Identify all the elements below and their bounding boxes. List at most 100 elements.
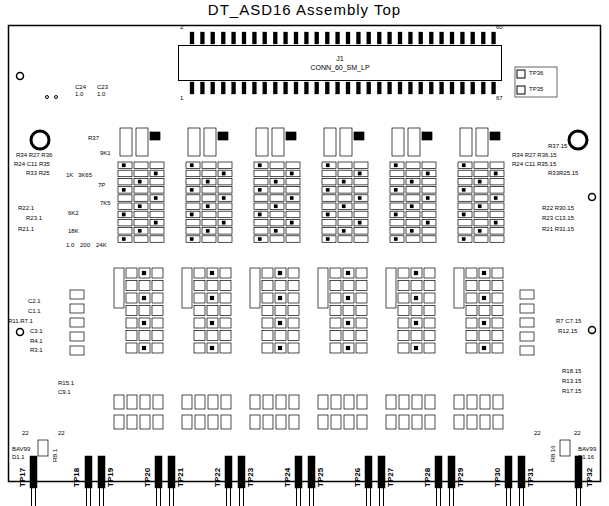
pad: [410, 180, 414, 184]
pad: [154, 221, 158, 225]
lead-wire: [226, 488, 227, 506]
resistor-symbol: [357, 395, 367, 409]
smd-component: [492, 306, 503, 316]
pad: [358, 172, 362, 176]
smd-component: [118, 203, 132, 210]
smd-component: [338, 170, 352, 177]
smd-component: [322, 187, 336, 194]
resistor-symbol: [140, 415, 150, 429]
smd-component: [330, 306, 341, 316]
smd-component: [220, 281, 231, 291]
test-point-label: TP19: [106, 468, 115, 487]
lead-wire: [453, 488, 454, 506]
connector-pin: [471, 82, 475, 94]
pad: [210, 271, 214, 275]
smd-component: [490, 228, 504, 235]
lead-wire: [523, 488, 524, 506]
smd-component: [126, 331, 137, 341]
smd-component: [406, 236, 420, 243]
ic-outline: [476, 128, 488, 156]
smd-component: [458, 187, 472, 194]
connector-pin: [294, 32, 298, 44]
smd-component: [474, 228, 488, 235]
pad: [346, 321, 350, 325]
pad: [154, 196, 158, 200]
pad: [358, 221, 362, 225]
drawing-title: DT_ASD16 Assembly Top: [0, 1, 609, 19]
smd-component: [411, 343, 422, 353]
test-point-label: TP21: [176, 468, 185, 487]
smd-component: [202, 178, 216, 185]
ic-outline: [120, 128, 132, 156]
connector-pin: [325, 82, 329, 94]
smd-component: [424, 343, 435, 353]
smd-component: [411, 268, 422, 278]
smd-component: [150, 170, 164, 177]
smd-component: [186, 228, 200, 235]
connector-pin: [284, 82, 288, 94]
pad: [222, 172, 226, 176]
lead-wire: [383, 488, 384, 506]
smd-component: [286, 170, 300, 177]
smd-component: [458, 162, 472, 169]
smd-component: [406, 162, 420, 169]
smd-component: [474, 178, 488, 185]
component-label: BAV99: [578, 446, 596, 453]
smd-component: [254, 219, 268, 226]
lead-wire: [449, 488, 450, 506]
smd-component: [262, 306, 273, 316]
component-label: R4.1: [30, 338, 43, 345]
resistor-symbol: [250, 415, 260, 429]
resistor-symbol: [412, 395, 422, 409]
test-point-label: TP31: [526, 468, 535, 487]
test-point-label: TP29: [456, 468, 465, 487]
smd-component: [490, 236, 504, 243]
pad: [142, 346, 146, 350]
pad: [414, 271, 418, 275]
connector-pin: [190, 82, 194, 94]
connector-pin: [304, 82, 308, 94]
smd-component: [492, 318, 503, 328]
lead-wire: [510, 488, 511, 506]
smd-component: [275, 331, 286, 341]
connector-pin: [284, 32, 288, 44]
smd-component: [186, 219, 200, 226]
smd-component: [474, 187, 488, 194]
smd-component: [286, 228, 300, 235]
resistor-symbol: [182, 415, 192, 429]
pad: [142, 321, 146, 325]
smd-component: [202, 203, 216, 210]
pin-number: 67: [496, 95, 503, 102]
smd-component: [202, 228, 216, 235]
smd-component: [218, 170, 232, 177]
connector-pin: [336, 32, 340, 44]
smd-component: [134, 211, 148, 218]
pin-number: 2: [180, 24, 183, 31]
smd-component: [490, 203, 504, 210]
component-label: R23.1: [26, 215, 42, 222]
connector-pin: [200, 32, 204, 44]
smd-component: [490, 170, 504, 177]
pad: [154, 172, 158, 176]
smd-component: [207, 306, 218, 316]
smd-component: [390, 187, 404, 194]
ic-outline: [256, 128, 268, 156]
component-label: 22: [58, 430, 65, 437]
resistor-symbol: [195, 395, 205, 409]
smd-component: [202, 211, 216, 218]
connector-pin: [429, 32, 433, 44]
connector-pin: [315, 82, 319, 94]
smd-component: [286, 236, 300, 243]
connector-pin: [252, 82, 256, 94]
smd-component: [207, 331, 218, 341]
test-point-label: TP23: [246, 468, 255, 487]
via: [46, 96, 49, 99]
smd-component: [520, 332, 534, 341]
mounting-hole: [569, 131, 587, 149]
smd-component: [262, 268, 273, 278]
smd-component: [338, 236, 352, 243]
smd-component: [354, 195, 368, 202]
smd-component: [134, 219, 148, 226]
smd-component: [458, 170, 472, 177]
smd-component: [139, 331, 150, 341]
